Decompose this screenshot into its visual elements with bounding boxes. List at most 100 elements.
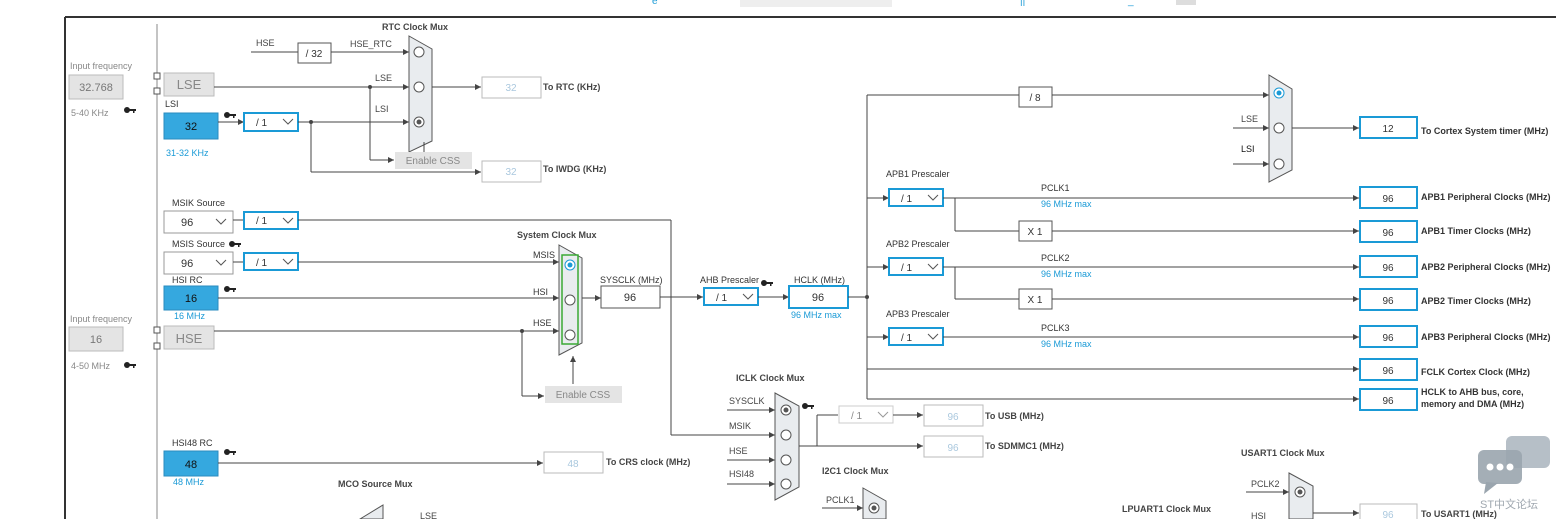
hsi48-key-icon[interactable] [224,449,236,455]
systick-option-lsi[interactable] [1273,158,1285,170]
hse-key-icon[interactable] [124,362,136,368]
hse-div32-box [297,42,332,64]
hse-label: HSE [176,331,203,346]
iclk-option-hse[interactable] [780,454,792,466]
apb1-timer-clock-label: APB1 Timer Clocks (MHz) [1421,226,1531,236]
toolbar-icon-a[interactable]: e [652,0,658,7]
i2c1-clock-mux-title: I2C1 Clock Mux [822,466,889,476]
iwdg-output [481,160,542,183]
chevron-down-icon [282,217,294,224]
lse-source-box[interactable] [163,72,215,97]
usart1-hsi-label: HSI [1251,511,1266,519]
sysmux-option-hse[interactable] [564,329,576,341]
pclk1-label: PCLK1 [1041,183,1070,193]
usb-output-label: To USB (MHz) [985,411,1044,421]
sysmux-hsi-label: HSI [533,287,548,297]
chevron-down-icon [282,118,294,125]
lse-key-icon[interactable] [124,107,136,113]
system-clock-mux-active-highlight [561,254,579,345]
crs-clock-label: To CRS clock (MHz) [606,457,690,467]
chat-bubbles-icon: ST中文论坛 [1478,436,1550,511]
input-frequency-label-2: Input frequency [70,314,133,324]
sysmux-option-hsi[interactable] [564,294,576,306]
hsi48-value-box[interactable] [163,450,219,477]
msik-source-select[interactable] [163,210,234,234]
apb1-timer-multiplier-value: X 1 [1027,227,1042,238]
lse-frequency-range: 5-40 KHz [71,108,109,118]
apb2-timer-clock-output[interactable] [1359,288,1418,311]
hse-pin-icon-2 [153,342,161,350]
rtc-hse-label: HSE [256,38,275,48]
apb2-timer-clock-value: 96 [1382,296,1394,307]
rtc-mux-option-hse[interactable] [413,46,425,58]
mco-lse-label: LSE [420,511,437,519]
apb2-peripheral-clock-label: APB2 Peripheral Clocks (MHz) [1421,262,1551,272]
iclk-option-msik[interactable] [780,429,792,441]
msis-key-icon[interactable] [229,241,241,247]
hclk-ahb-label-line2: memory and DMA (MHz) [1421,399,1524,409]
msik-source-value: 96 [181,217,193,229]
toolbar-icon-c[interactable]: _ [1127,0,1134,7]
msis-source-select[interactable] [163,251,234,275]
lsi-value-box[interactable] [163,112,219,140]
hclk-ahb-output[interactable] [1359,388,1418,411]
chevron-down-icon [742,293,754,300]
hse-source-box[interactable] [163,325,215,350]
watermark-text: ST中文论坛 [1480,497,1538,511]
crs-clock-output [543,451,604,474]
input-frequency-label-1: Input frequency [70,61,133,71]
hse-rtc-label: HSE_RTC [350,39,392,49]
toolbar-field[interactable] [740,0,892,7]
sysmux-enable-css-button[interactable] [545,386,622,403]
iclk-hsi48-label: HSI48 [729,469,754,479]
systick-output-value: 12 [1382,124,1394,135]
systick-div8-value: / 8 [1029,93,1041,104]
systick-output[interactable] [1359,116,1418,139]
apb2-peripheral-clock-output[interactable] [1359,255,1418,278]
toolbar-icon-b[interactable]: || [1020,0,1025,7]
sdmmc1-output-value: 96 [947,443,959,454]
sysmux-msis-label: MSIS [533,250,555,260]
hsi-key-icon[interactable] [224,286,236,292]
lsi-key-icon[interactable] [224,112,236,118]
msis-divider-value: / 1 [256,258,268,269]
pclk2-max: 96 MHz max [1041,269,1092,279]
mco-source-mux[interactable] [359,504,384,519]
chevron-down-icon [215,259,227,266]
systick-div8-box [1018,86,1053,108]
apb1-peripheral-clock-label: APB1 Peripheral Clocks (MHz) [1421,192,1551,202]
lpuart1-clock-mux-title: LPUART1 Clock Mux [1122,504,1211,514]
rtc-enable-css-button[interactable] [395,152,472,169]
toolbar-button[interactable] [1176,0,1196,5]
sysclk-value: 96 [624,292,636,304]
hse-input-frequency-field[interactable] [68,326,124,352]
fclk-cortex-clock-output[interactable] [1359,358,1418,381]
usb-output-value: 96 [947,412,959,423]
systick-option-lse[interactable] [1273,122,1285,134]
iclk-clock-mux[interactable] [774,392,800,501]
rtc-mux-option-lse[interactable] [413,81,425,93]
apb1-timer-clock-value: 96 [1382,228,1394,239]
apb3-peripheral-clock-output[interactable] [1359,325,1418,348]
apb1-prescaler-label: APB1 Prescaler [886,169,950,179]
iclk-mux-title: ICLK Clock Mux [736,373,805,383]
chevron-down-icon [282,258,294,265]
hsi-value-box[interactable] [163,285,219,311]
iclk-key-icon[interactable] [802,403,814,409]
lse-input-frequency-value: 32.768 [79,82,113,94]
usart1-output-label: To USART1 (MHz) [1421,509,1497,519]
apb1-timer-clock-output[interactable] [1359,220,1418,243]
ahb-key-icon[interactable] [761,280,773,286]
hsi-range: 16 MHz [174,311,206,321]
lse-input-frequency-field[interactable] [68,74,124,100]
apb1-peripheral-clock-output[interactable] [1359,186,1418,209]
hclk-ahb-label-line1: HCLK to AHB bus, core, [1421,387,1524,397]
iclk-option-hsi48[interactable] [780,478,792,490]
msis-source-label: MSIS Source [172,239,225,249]
iclk-sysclk-label: SYSCLK [729,396,765,406]
systick-output-label: To Cortex System timer (MHz) [1421,126,1548,136]
usb-divider-value: / 1 [851,411,863,422]
hsi-value: 16 [185,293,197,305]
usart1-output [1359,503,1418,519]
